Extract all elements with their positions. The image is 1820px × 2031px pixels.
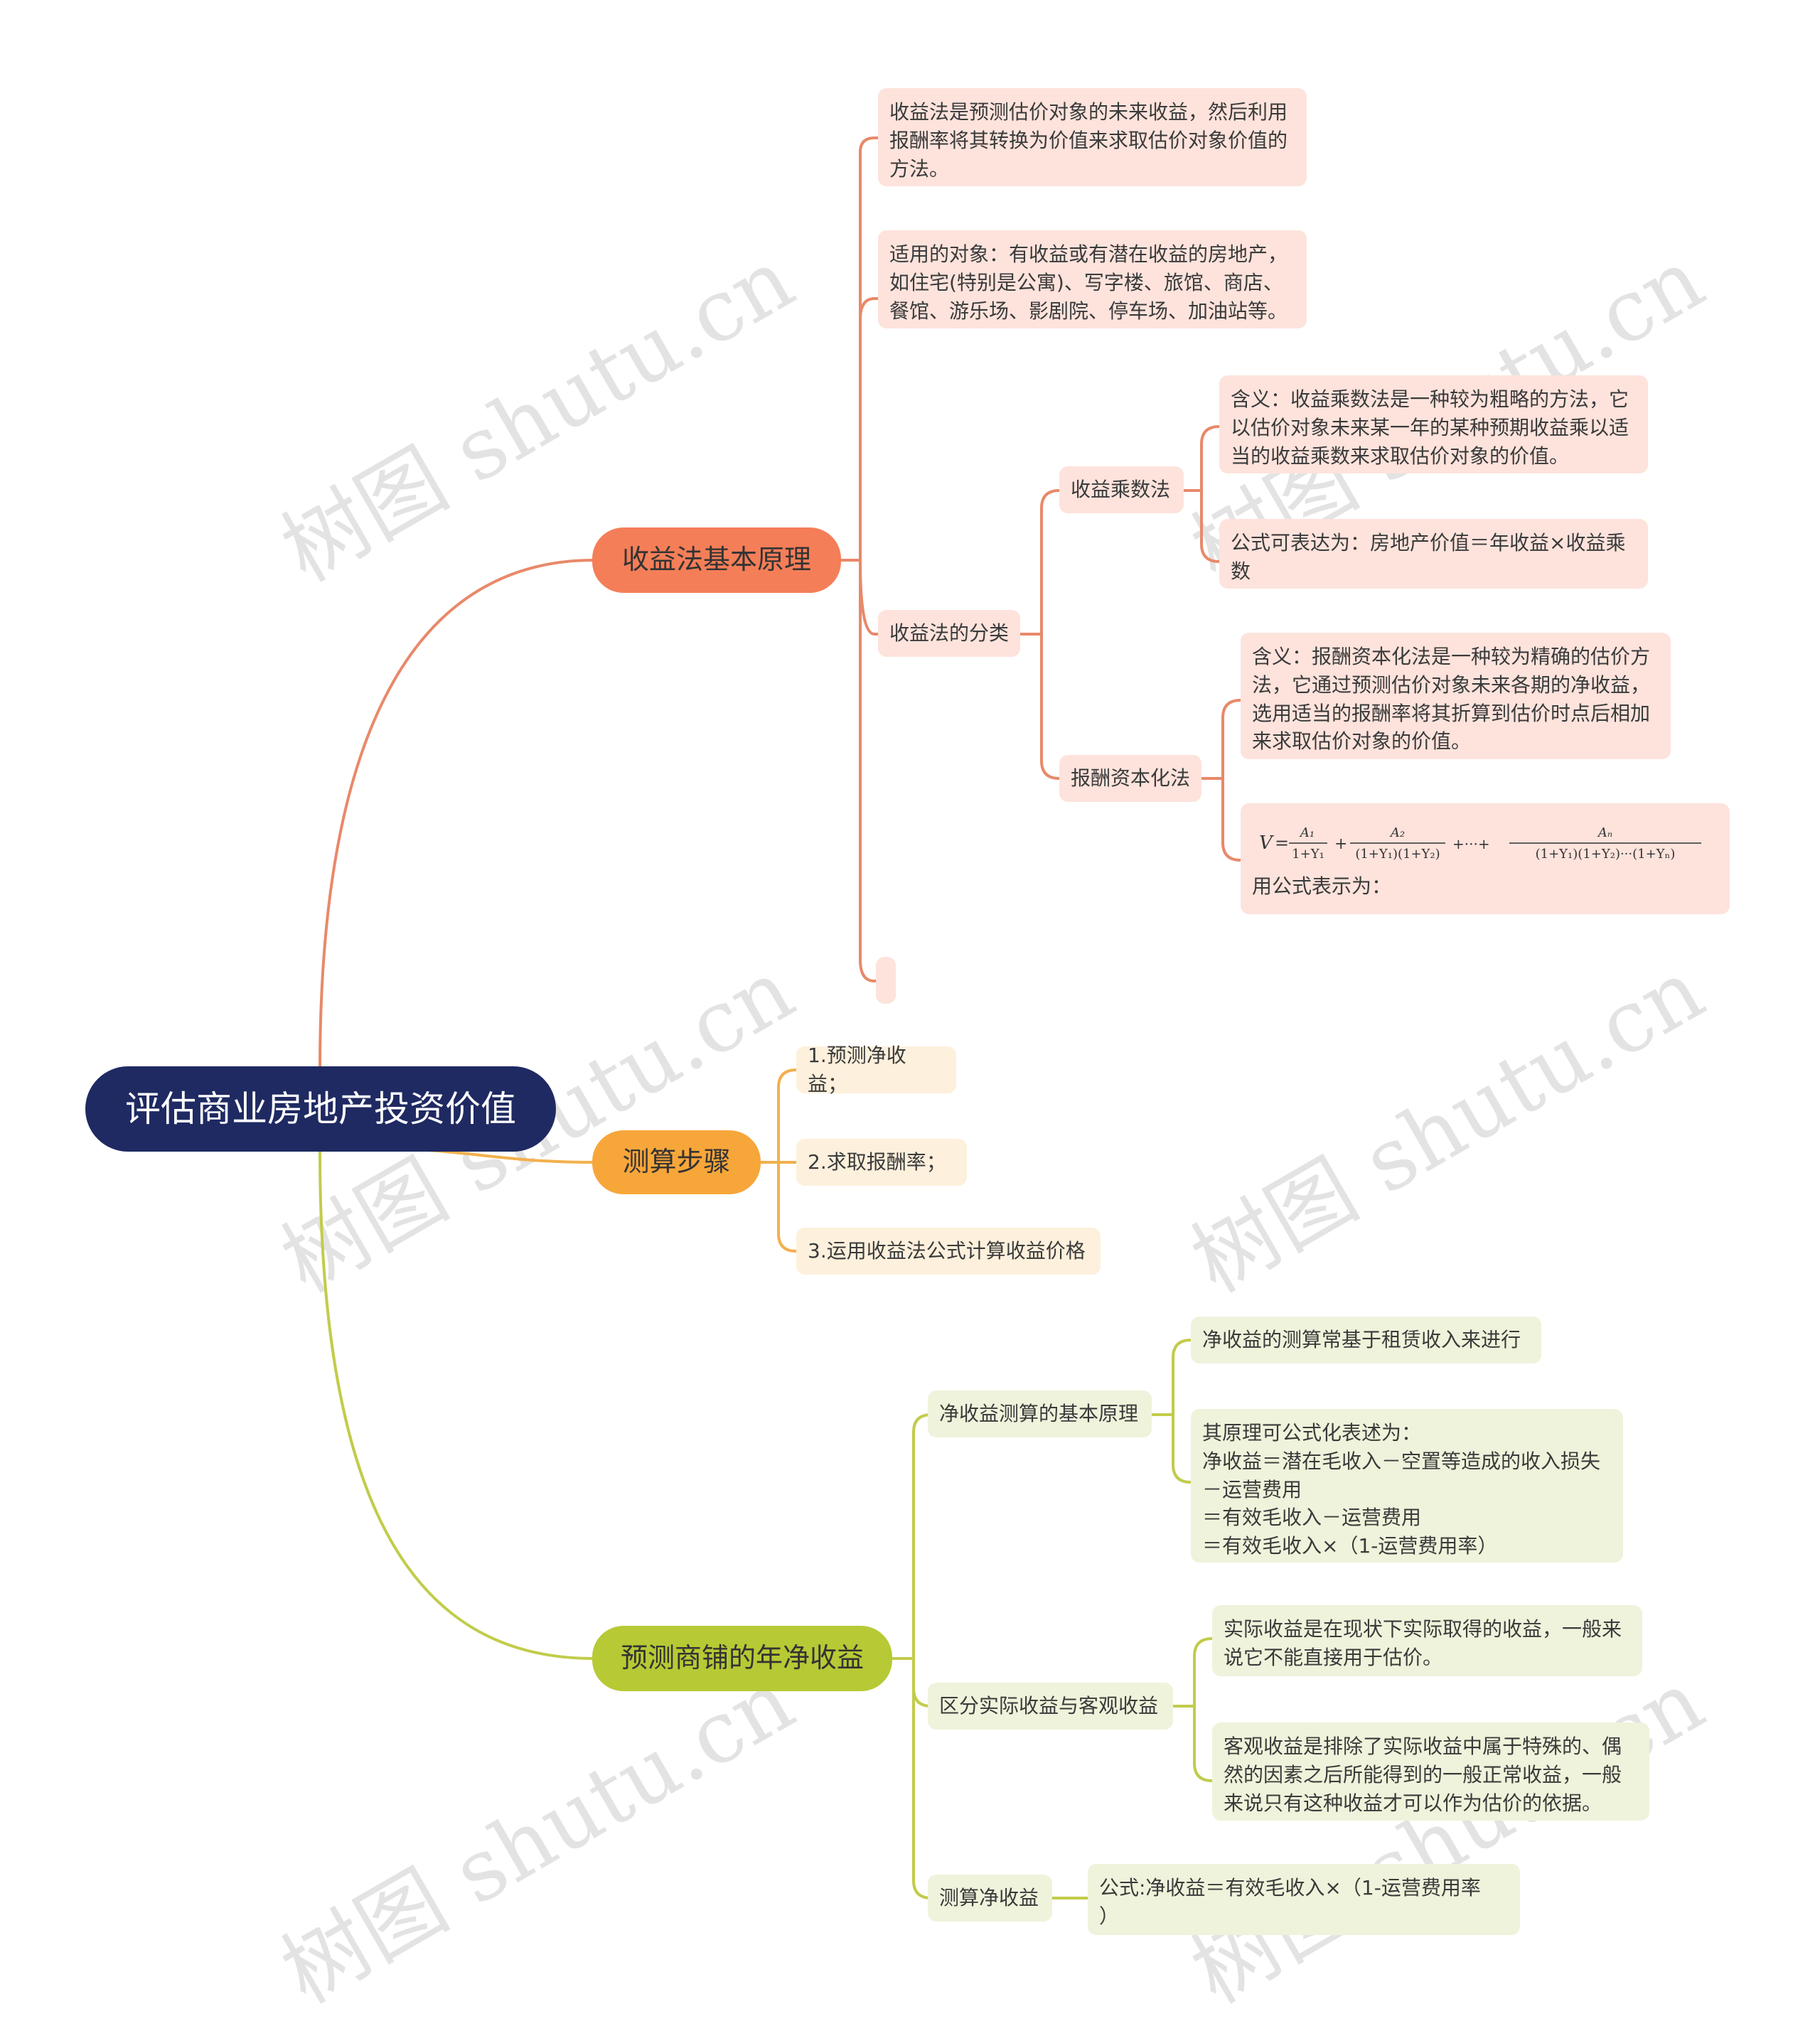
step-3[interactable]: 3.运用收益法公式计算收益价格 [796,1228,1101,1275]
actual-income-note[interactable]: 实际收益是在现状下实际取得的收益，一般来 说它不能直接用于估价。 [1212,1605,1642,1676]
formula-equals: = [1275,833,1289,853]
rental-income-basis[interactable]: 净收益的测算常基于租赁收入来进行 [1191,1317,1541,1363]
step-2[interactable]: 2.求取报酬率； [796,1139,967,1186]
income-multiplier-method[interactable]: 收益乘数法 [1059,466,1184,513]
applicable-objects[interactable]: 适用的对象：有收益或有潜在收益的房地产， 如住宅(特别是公寓)、写字楼、旅馆、商… [878,230,1307,328]
net-income-formula[interactable]: 其原理可公式化表述为： 净收益＝潜在毛收入－空置等造成的收入损失 －运营费用 ＝… [1191,1409,1623,1563]
empty-note[interactable] [876,957,896,1004]
step-1[interactable]: 1.预测净收益； [796,1044,956,1095]
formula-caption: 用公式表示为： [1252,874,1392,899]
formula-d2: (1+Y₁)(1+Y₂) [1355,847,1440,862]
return-capitalization-method[interactable]: 报酬资本化法 [1059,755,1201,802]
multiplier-meaning[interactable]: 含义：收益乘数法是一种较为粗略的方法，它 以估价对象未来某一年的某种预期收益乘以… [1219,375,1648,473]
formula-an: Aₙ [1597,825,1612,840]
formula-ellipsis: +···+ [1452,835,1490,852]
branch-annual-net-income[interactable]: 预测商铺的年净收益 [592,1626,892,1691]
formula-d1: 1+Y₁ [1292,847,1324,862]
income-method-definition[interactable]: 收益法是预测估价对象的未来收益，然后利用 报酬率将其转换为价值来求取估价对象价值… [878,88,1307,186]
objective-income-note[interactable]: 客观收益是排除了实际收益中属于特殊的、偶 然的因素之后所能得到的一般正常收益，一… [1212,1722,1649,1821]
calculate-net-income[interactable]: 测算净收益 [928,1875,1052,1922]
formula-a2: A₂ [1389,825,1405,840]
calculate-net-income-formula[interactable]: 公式:净收益＝有效毛收入×（1-运营费用率 ） [1088,1864,1520,1935]
formula-image: V = A₁ 1+Y₁ + A₂ (1+Y₁)(1+Y₂) +···+ Aₙ (… [1259,825,1701,862]
income-method-classification[interactable]: 收益法的分类 [878,610,1020,657]
formula-v: V [1259,832,1274,854]
net-income-basic-principle[interactable]: 净收益测算的基本原理 [928,1390,1152,1437]
root-topic[interactable]: 评估商业房地产投资价值 [85,1066,556,1152]
formula-a1: A₁ [1299,825,1315,840]
multiplier-formula[interactable]: 公式可表达为：房地产价值＝年收益×收益乘 数 [1219,519,1648,589]
capitalization-meaning[interactable]: 含义：报酬资本化法是一种较为精确的估价方 法，它通过预测估价对象未来各期的净收益… [1241,633,1671,759]
capitalization-formula[interactable]: V = A₁ 1+Y₁ + A₂ (1+Y₁)(1+Y₂) +···+ Aₙ (… [1241,803,1730,914]
formula-dn: (1+Y₁)(1+Y₂)···(1+Yₙ) [1536,847,1676,862]
branch-income-principle[interactable]: 收益法基本原理 [592,527,841,593]
formula-plus: + [1334,835,1347,853]
branch-calculation-steps[interactable]: 测算步骤 [592,1130,761,1194]
distinguish-actual-objective[interactable]: 区分实际收益与客观收益 [928,1683,1173,1730]
